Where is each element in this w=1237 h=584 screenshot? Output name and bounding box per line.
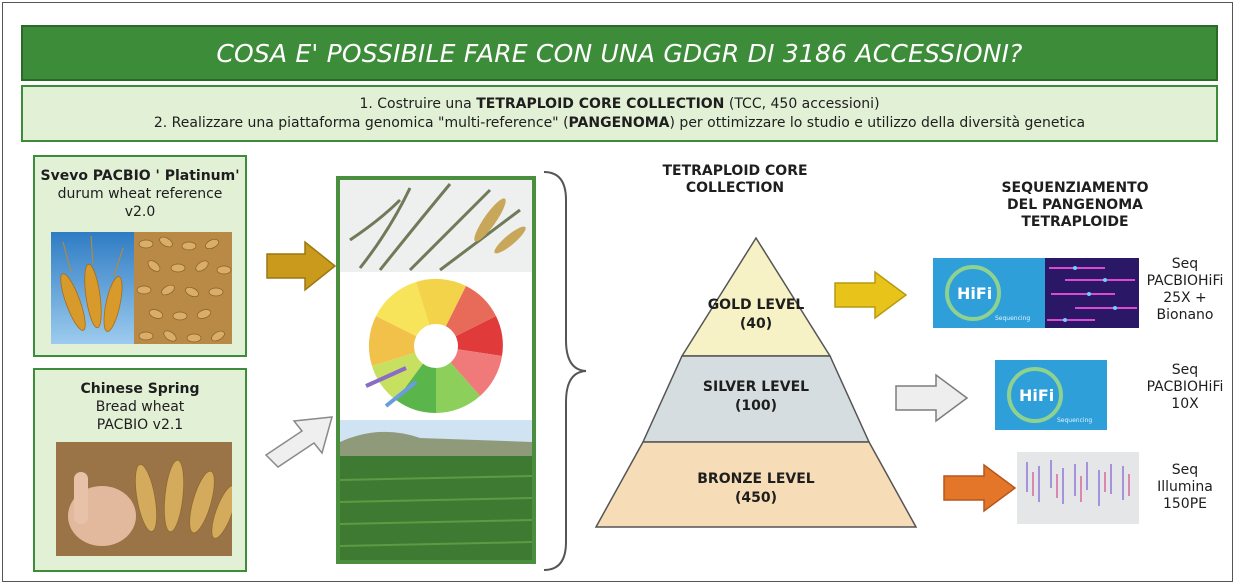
reference-svevo-type: durum wheat reference [57, 186, 223, 202]
pyramid-bronze-tier [594, 441, 918, 528]
reference-chinese-spring-name: Chinese Spring [80, 381, 200, 397]
seq-silver-line2: PACBIOHiFi [1146, 379, 1224, 395]
collage-images [340, 180, 532, 560]
goal-2-suffix: ) per ottimizzare lo studio e utilizzo d… [669, 114, 1086, 131]
seq-silver-label: Seq PACBIOHiFi 10X [1140, 362, 1230, 413]
silver-level-count: (100) [734, 398, 778, 414]
silver-level-name: SILVER LEVEL [702, 379, 810, 395]
seq-gold-label: Seq PACBIOHiFi 25X + Bionano [1140, 256, 1230, 324]
reference-chinese-spring-version: PACBIO v2.1 [96, 417, 184, 433]
goal-1-prefix: 1. Costruire una [359, 95, 477, 112]
hifi-logo-silver-text: HiFi [1019, 386, 1054, 405]
grey-arrow-chinese-spring [264, 416, 334, 468]
goal-2-prefix: 2. Realizzare una piattaforma genomica "… [153, 114, 569, 131]
bronze-level-label: BRONZE LEVEL (450) [680, 470, 832, 508]
sequencing-label-line1: SEQUENZIAMENTO [1001, 180, 1149, 196]
goal-2-bold: PANGENOMA [568, 114, 670, 131]
gold-level-count: (40) [739, 316, 773, 332]
hifi-logo-silver: HiFi Sequencing [995, 360, 1107, 430]
page-title: COSA E' POSSIBILE FARE CON UNA GDGR DI 3… [216, 38, 1023, 68]
reference-svevo-name: Svevo PACBIO ' Platinum' [40, 168, 240, 184]
title-banner: COSA E' POSSIBILE FARE CON UNA GDGR DI 3… [21, 25, 1218, 81]
hifi-logo-silver-subtext: Sequencing [1057, 417, 1092, 424]
tcc-label: TETRAPLOID CORE COLLECTION [655, 163, 815, 197]
tcc-label-line1: TETRAPLOID CORE [662, 163, 808, 179]
sequencing-label-line2: DEL PANGENOMA [1007, 197, 1143, 213]
seq-silver-line3: 10X [1171, 396, 1199, 412]
hifi-logo-gold-text: HiFi [957, 284, 992, 303]
hifi-logo-gold: HiFi Sequencing [933, 258, 1045, 328]
reference-svevo-version: v2.0 [124, 204, 156, 220]
goal-1-bold: TETRAPLOID CORE COLLECTION [476, 95, 725, 112]
gold-level-label: GOLD LEVEL (40) [700, 296, 812, 334]
seq-silver-line1: Seq [1171, 362, 1199, 378]
bronze-sequencing-arrow [943, 463, 1017, 513]
goal-1: 1. Costruire una TETRAPLOID CORE COLLECT… [359, 95, 879, 114]
tcc-label-line2: COLLECTION [685, 180, 785, 196]
gold-sequencing-arrow [834, 270, 908, 320]
reference-chinese-spring-type: Bread wheat [95, 399, 185, 415]
seq-bronze-line1: Seq [1171, 462, 1199, 478]
illumina-image [1017, 452, 1139, 524]
goals-box: 1. Costruire una TETRAPLOID CORE COLLECT… [21, 85, 1218, 142]
hand-wheat-photo [56, 442, 232, 556]
seq-gold-line3: 25X + [1163, 290, 1207, 306]
silver-level-label: SILVER LEVEL (100) [690, 378, 822, 416]
gold-arrow-svevo [266, 240, 337, 292]
silver-sequencing-arrow [895, 373, 969, 423]
goal-1-suffix: (TCC, 450 accessioni) [724, 95, 880, 112]
seq-bronze-label: Seq Illumina 150PE [1140, 462, 1230, 513]
gold-level-name: GOLD LEVEL [707, 297, 805, 313]
seq-gold-line1: Seq [1171, 256, 1199, 272]
germplasm-collage [336, 176, 536, 564]
wheat-ears-photo [51, 232, 134, 344]
goal-2: 2. Realizzare una piattaforma genomica "… [154, 114, 1085, 133]
sequencing-label-line3: TETRAPLOIDE [1021, 214, 1129, 230]
sequencing-label: SEQUENZIAMENTO DEL PANGENOMA TETRAPLOIDE [985, 180, 1165, 231]
seq-bronze-line2: Illumina [1157, 479, 1213, 495]
seq-gold-line2: PACBIOHiFi [1146, 273, 1224, 289]
bionano-image [1045, 258, 1139, 328]
core-collection-pyramid [594, 236, 918, 528]
seq-bronze-line3: 150PE [1162, 496, 1207, 512]
wheat-grains-photo [134, 232, 232, 344]
bronze-level-name: BRONZE LEVEL [697, 471, 815, 487]
seq-gold-line4: Bionano [1156, 307, 1214, 323]
grouping-brace [543, 171, 587, 571]
bronze-level-count: (450) [734, 490, 778, 506]
hifi-logo-gold-subtext: Sequencing [995, 315, 1030, 322]
